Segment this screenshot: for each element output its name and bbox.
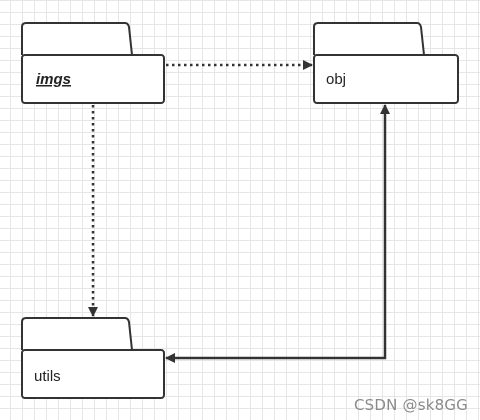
package-imgs[interactable]: imgs	[21, 22, 165, 104]
watermark: CSDN @sk8GG	[353, 396, 468, 414]
package-utils-tab	[21, 317, 133, 351]
package-imgs-label: imgs	[36, 71, 71, 88]
package-utils-label: utils	[34, 368, 61, 385]
package-imgs-body	[21, 54, 165, 104]
package-obj-body	[313, 54, 459, 104]
package-obj[interactable]: obj	[313, 22, 459, 104]
package-imgs-tab	[21, 22, 133, 56]
package-obj-label: obj	[326, 71, 346, 88]
association-utils-obj[interactable]	[165, 104, 390, 363]
package-utils-body	[21, 349, 165, 399]
package-utils[interactable]: utils	[21, 317, 165, 399]
package-obj-tab	[313, 22, 425, 56]
